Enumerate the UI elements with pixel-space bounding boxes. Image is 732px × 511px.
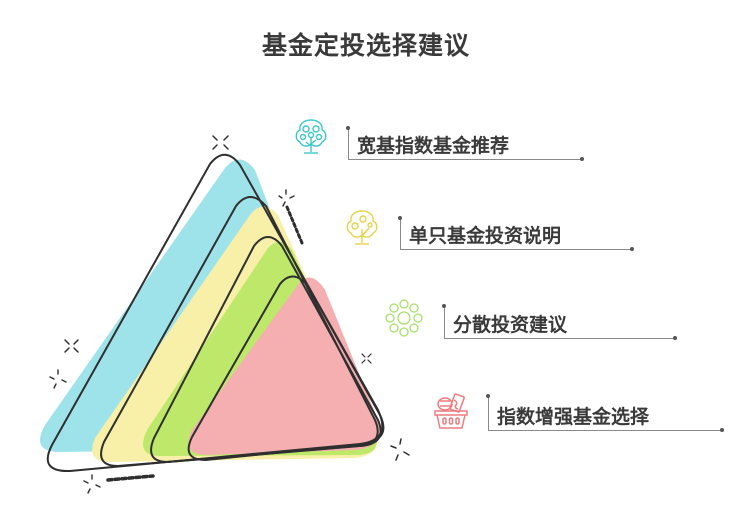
label-3-bracket	[444, 306, 676, 339]
sparkle-icon	[278, 189, 295, 207]
dashes-decoration	[285, 205, 304, 245]
sparkle-icon	[212, 135, 229, 150]
dashes-decoration	[106, 474, 155, 482]
page-title: 基金定投选择建议	[261, 31, 470, 60]
layer-1-label: 宽基指数基金推荐	[357, 135, 510, 157]
money-tree-icon	[293, 118, 329, 162]
money-basket-icon	[432, 392, 470, 436]
label-1-bracket	[348, 128, 583, 160]
label-4-start-dot	[486, 394, 490, 398]
sparkle-icon	[361, 353, 372, 364]
sparkle-icon	[49, 369, 67, 389]
sparkle-icon	[390, 438, 410, 461]
label-2-bracket	[400, 218, 633, 250]
label-4-end-dot	[720, 428, 724, 432]
layer-2-label: 单只基金投资说明	[409, 225, 562, 247]
layer-3-label: 分散投资建议	[453, 314, 568, 336]
label-1-end-dot	[580, 157, 584, 161]
sparkle-icon	[83, 474, 101, 494]
coin-tree-icon	[343, 208, 381, 252]
network-circles-icon	[384, 298, 424, 342]
sparkle-icon	[64, 339, 79, 353]
label-2-start-dot	[398, 216, 402, 220]
label-4-bracket	[488, 396, 723, 431]
label-2-end-dot	[630, 247, 634, 251]
label-3-start-dot	[442, 304, 446, 308]
layer-4-fill	[188, 277, 380, 455]
label-3-end-dot	[673, 336, 677, 340]
layer-4-outline	[187, 275, 385, 462]
label-1-start-dot	[346, 126, 350, 130]
layer-4-label: 指数增强基金选择	[497, 406, 650, 428]
